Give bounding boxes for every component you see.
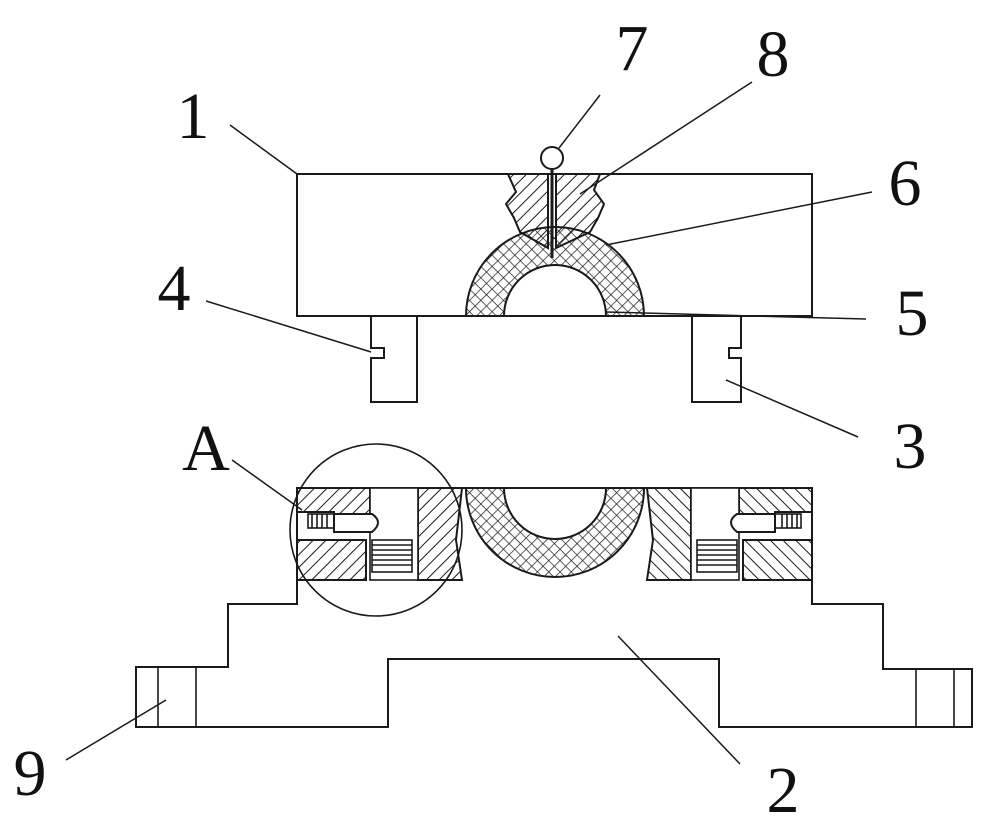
label-6: 6	[889, 147, 922, 220]
right-locking-mechanism	[645, 487, 813, 581]
label-a: A	[182, 412, 230, 485]
left-guide-post	[370, 315, 418, 403]
right-large-spring	[696, 539, 738, 573]
label-2: 2	[767, 754, 800, 827]
left-small-spring	[307, 513, 335, 529]
leader-lines	[65, 81, 873, 765]
left-locking-mechanism	[296, 487, 464, 581]
label-4: 4	[158, 252, 191, 325]
label-1: 1	[177, 80, 210, 153]
lower-base	[135, 487, 973, 728]
detail-circle-a	[289, 443, 463, 617]
lifting-ring	[540, 146, 564, 170]
inner-lining	[503, 264, 607, 317]
lower-inner-lining	[503, 487, 607, 540]
left-mounting-hole	[157, 667, 197, 727]
label-3: 3	[894, 410, 927, 483]
left-large-spring	[371, 539, 413, 573]
right-small-spring	[774, 513, 802, 529]
label-9: 9	[14, 737, 47, 810]
threaded-insert	[504, 170, 606, 258]
label-8: 8	[757, 18, 790, 91]
label-5: 5	[896, 277, 929, 350]
label-7: 7	[616, 12, 649, 85]
right-guide-post	[691, 315, 742, 403]
right-mounting-hole	[915, 669, 955, 727]
